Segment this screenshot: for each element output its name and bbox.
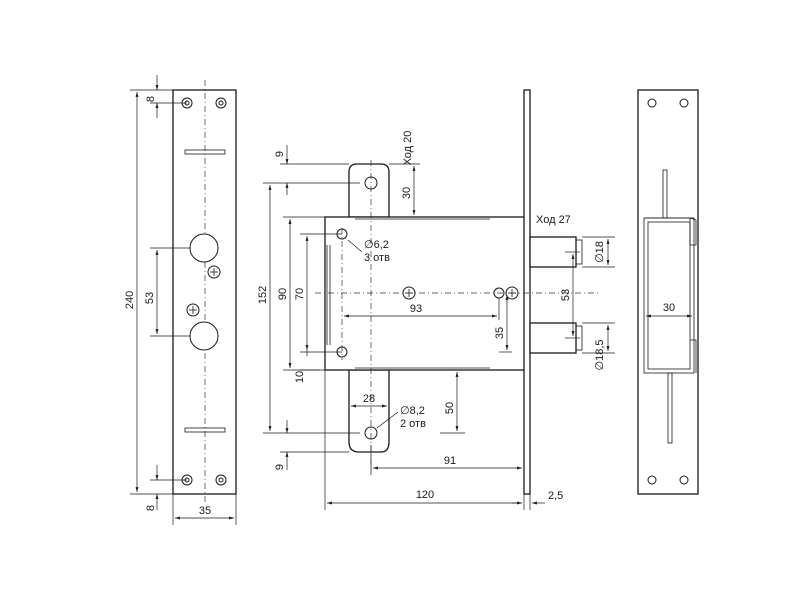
dim-152: 152 xyxy=(257,286,269,304)
hole-large-count: 2 отв xyxy=(400,418,426,430)
latch-diameter-bottom: ∅18,5 xyxy=(594,340,606,371)
dim-2-5: 2,5 xyxy=(548,490,563,502)
faceplate-outline xyxy=(172,89,237,495)
dim-9-bottom: 9 xyxy=(274,464,286,470)
dim-93: 93 xyxy=(410,303,422,315)
dim-240: 240 xyxy=(124,291,136,309)
dim-8-bottom: 8 xyxy=(145,505,157,511)
strike-screw-holes xyxy=(647,98,689,485)
dim-30-throw: 30 xyxy=(401,187,413,199)
mounting-tab-bottom xyxy=(348,369,390,453)
dim-70: 70 xyxy=(294,288,306,300)
cylinder-hole-bottom xyxy=(189,321,219,351)
dim-120: 120 xyxy=(416,489,434,501)
cylinder-hole-top xyxy=(189,233,219,263)
dim-53-faceplate: 53 xyxy=(144,292,156,304)
faceplate-screw-holes xyxy=(181,97,227,486)
dim-28: 28 xyxy=(363,393,375,405)
dim-35-width: 35 xyxy=(199,505,211,517)
lock-body-side-view: 152 90 70 10 9 9 30 Ход 20 ∅6,2 3 отв xyxy=(257,89,615,510)
dim-10: 10 xyxy=(294,371,306,383)
faceplate-front-view: 240 8 8 53 35 xyxy=(124,75,237,525)
dim-91: 91 xyxy=(444,455,456,467)
faceplate-slot-top xyxy=(184,149,226,155)
dim-50: 50 xyxy=(444,402,456,414)
latch-diameter-top: ∅18 xyxy=(594,241,606,263)
dim-90: 90 xyxy=(277,288,289,300)
dim-53-latch: 53 xyxy=(560,289,572,301)
latch-throw-label: Ход 27 xyxy=(536,214,571,226)
dim-9-top: 9 xyxy=(274,151,286,157)
hole-small-diameter: ∅6,2 xyxy=(364,239,389,251)
dim-35-body: 35 xyxy=(494,327,506,339)
bolt-throw-label: Ход 20 xyxy=(402,131,414,166)
faceplate-side xyxy=(523,89,531,495)
hole-small-count: 3 отв xyxy=(364,252,390,264)
strike-plate-view: 30 xyxy=(637,89,699,495)
cross-screw-icon xyxy=(186,265,221,317)
dim-8-top: 8 xyxy=(145,96,157,102)
lock-case xyxy=(324,216,526,371)
hole-large-diameter: ∅8,2 xyxy=(400,405,425,417)
faceplate-slot-bottom xyxy=(184,427,226,433)
mounting-tab-top xyxy=(348,163,390,218)
dim-30-strike: 30 xyxy=(663,302,675,314)
